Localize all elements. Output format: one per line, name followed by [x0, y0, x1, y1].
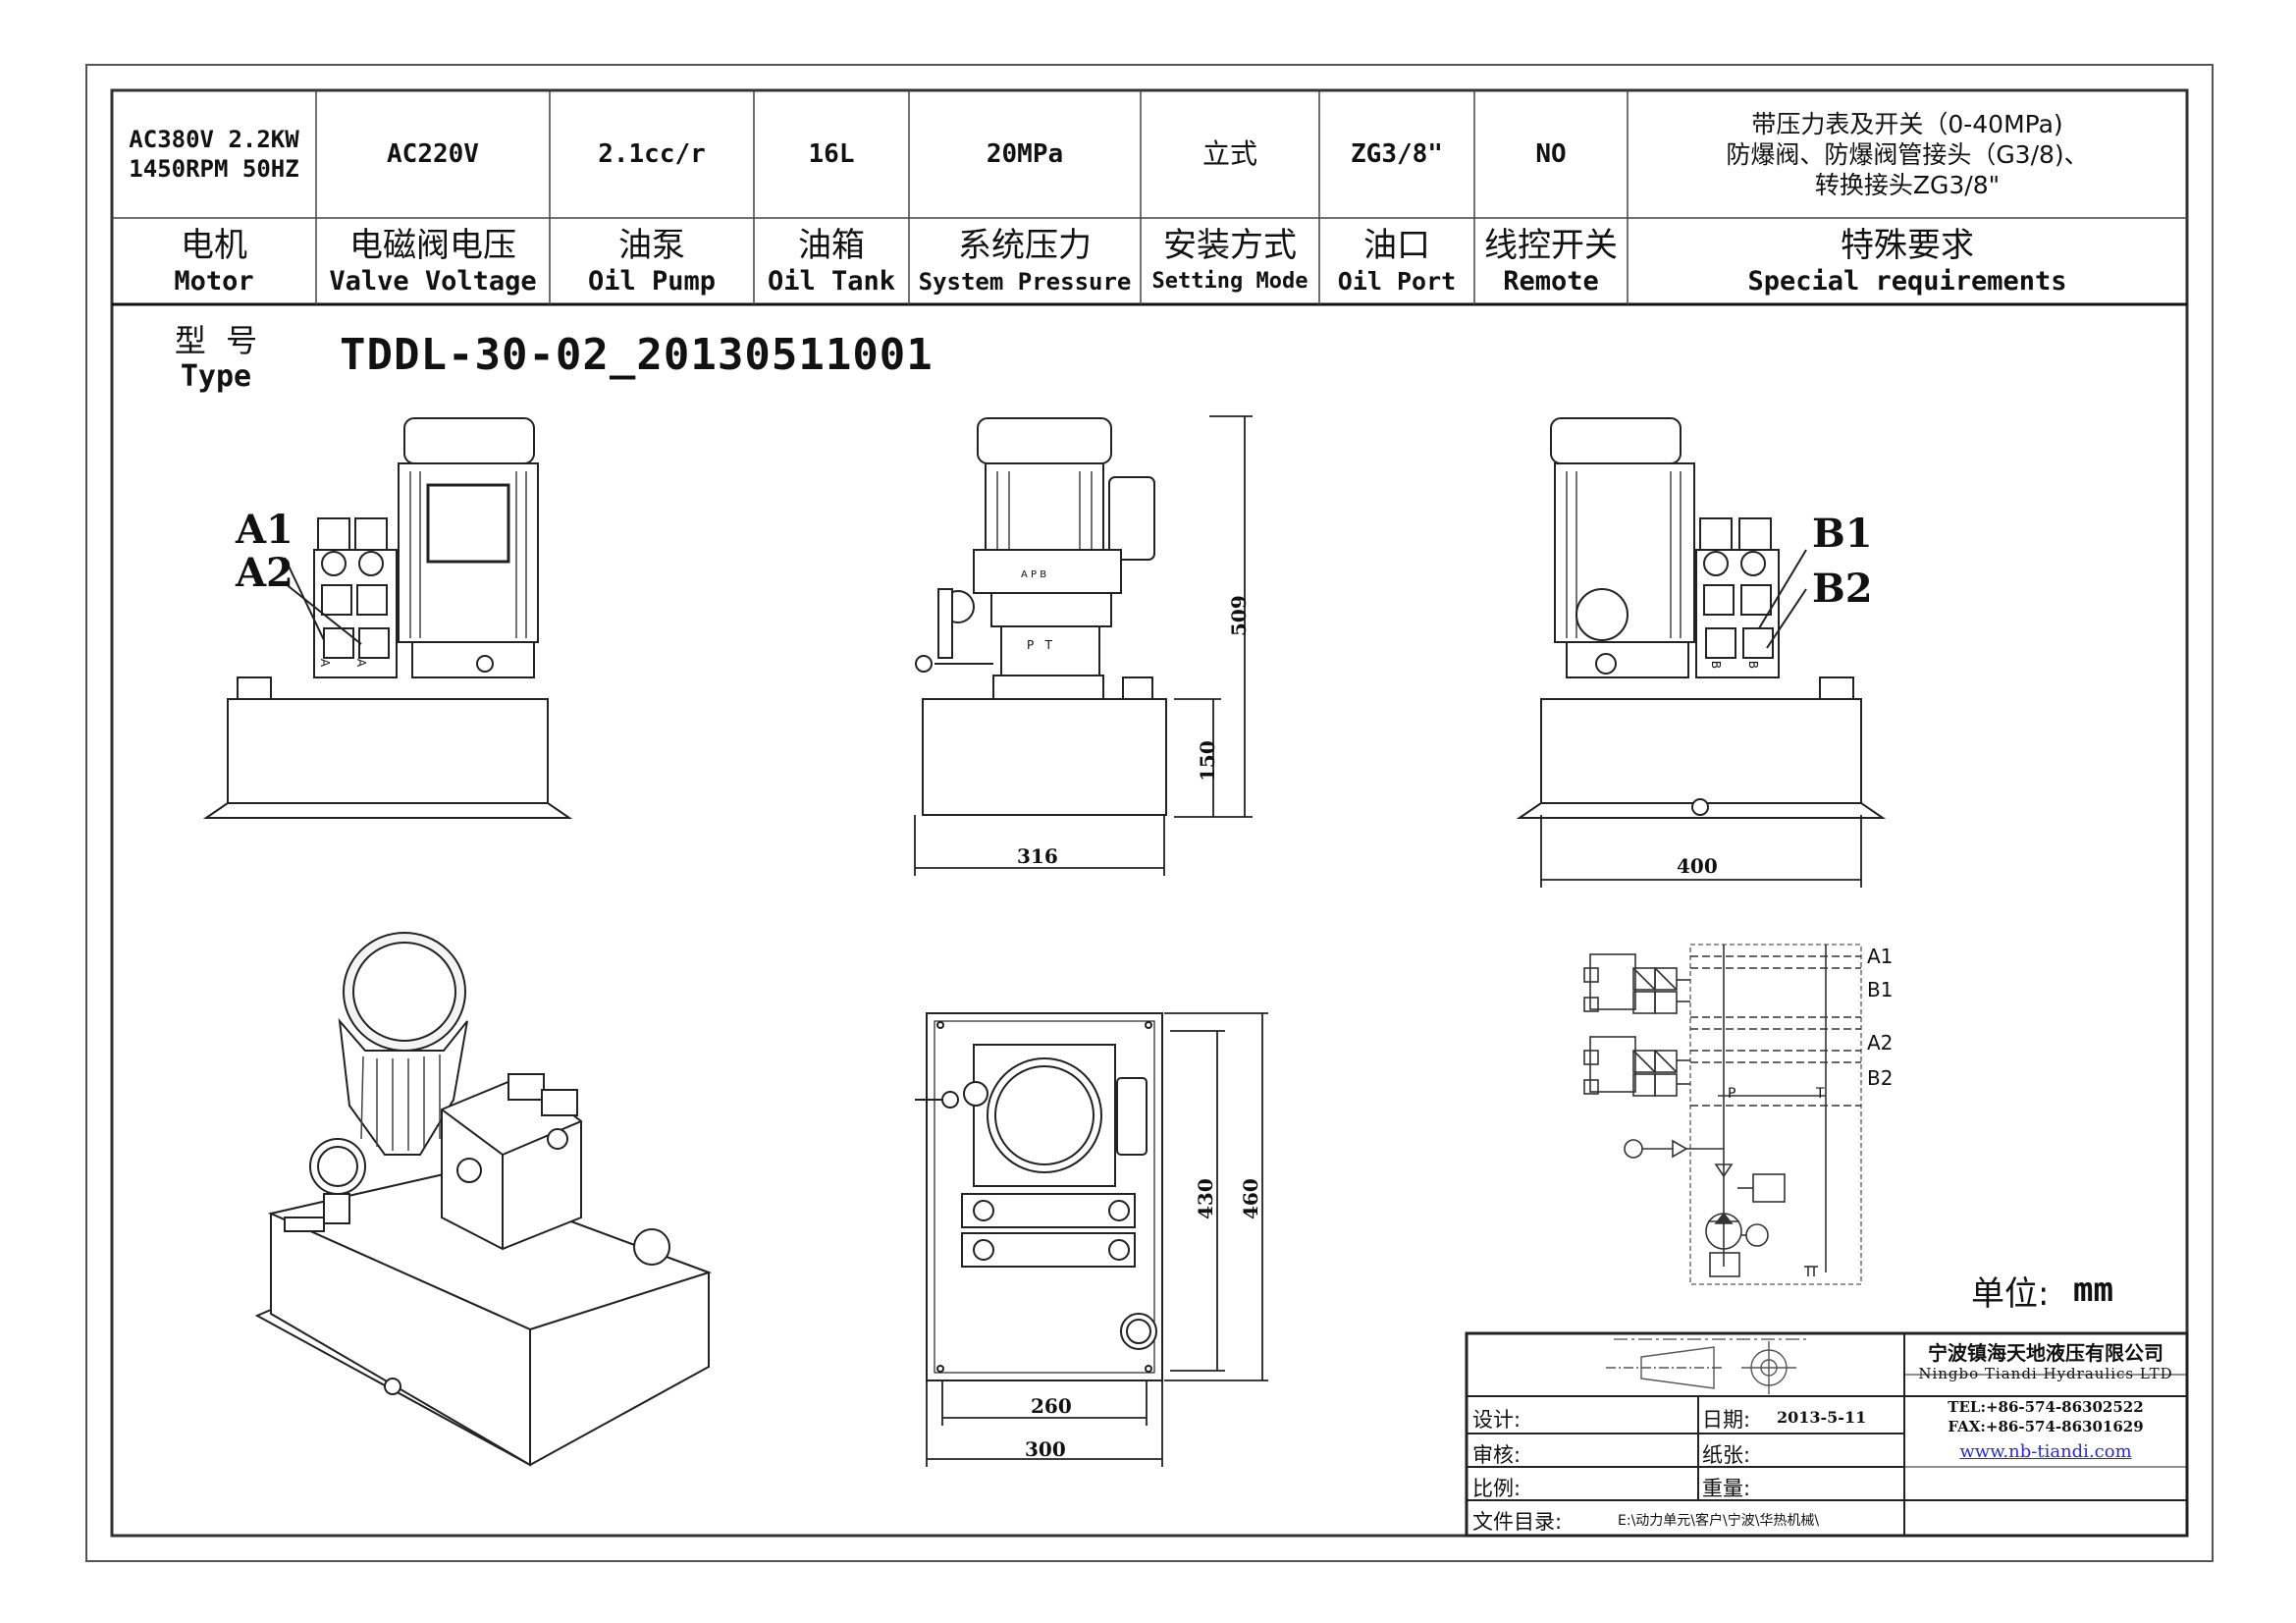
- outer-border: [85, 64, 2214, 1562]
- callout-a2: A2: [236, 550, 294, 596]
- front-view-b-side: [1516, 417, 1887, 819]
- spec-label-motor: 电机 Motor: [112, 220, 316, 304]
- date-label: 日期:: [1702, 1408, 1751, 1432]
- dim-height-150: 150: [1196, 740, 1219, 782]
- spec-label-system-pressure-cn: 系统压力: [958, 226, 1092, 265]
- spec-label-special: 特殊要求 Special requirements: [1628, 220, 2187, 304]
- weight-label: 重量:: [1702, 1477, 1751, 1500]
- spec-label-valve-voltage-cn: 电磁阀电压: [349, 226, 516, 265]
- spec-label-setting-mode: 安装方式 Setting Mode: [1141, 220, 1319, 304]
- dim-width-300: 300: [1025, 1437, 1066, 1461]
- valve-mark-a1: A: [318, 658, 333, 668]
- callout-b2: B2: [1812, 566, 1873, 612]
- dim-width-260: 260: [1031, 1394, 1072, 1418]
- spec-label-motor-en: Motor: [174, 266, 254, 297]
- spec-label-oil-pump: 油泵 Oil Pump: [550, 220, 754, 304]
- company-name-cn: 宁波镇海天地液压有限公司: [1928, 1341, 2163, 1365]
- side-view-dim-lines: [914, 415, 1253, 876]
- dim-height-460: 460: [1239, 1178, 1262, 1219]
- spec-table-grid: [112, 90, 2187, 306]
- dim-width-316: 316: [1017, 844, 1058, 868]
- spec-value-motor: AC380V 2.2KW 1450RPM 50HZ: [129, 126, 299, 183]
- dim-width-400: 400: [1677, 854, 1718, 878]
- spec-label-oil-pump-en: Oil Pump: [587, 266, 717, 297]
- front-view-a-side: [202, 417, 573, 819]
- spec-value-setting-mode: 立式: [1201, 137, 1257, 170]
- type-label-cn: 型 号: [174, 322, 258, 359]
- b-side-dim-lines: [1540, 815, 1862, 888]
- scale-label: 比例:: [1472, 1477, 1522, 1500]
- spec-value-system-pressure: 20MPa: [986, 139, 1064, 169]
- file-directory-label: 文件目录:: [1472, 1510, 1563, 1534]
- dim-height-509: 509: [1227, 595, 1251, 636]
- projection-symbol: [1606, 1341, 1796, 1394]
- valve-mark-apb: A P B: [1021, 569, 1047, 580]
- schematic-port-a1: A1: [1867, 945, 1894, 968]
- spec-label-setting-mode-cn: 安装方式: [1163, 226, 1297, 265]
- spec-label-valve-voltage-en: Valve Voltage: [329, 266, 537, 297]
- spec-label-remote-en: Remote: [1503, 266, 1599, 297]
- type-label-en: Type: [180, 359, 252, 394]
- spec-label-oil-tank-cn: 油箱: [798, 226, 865, 265]
- spec-value-oil-tank: 16L: [808, 139, 855, 169]
- callout-b1: B1: [1812, 511, 1873, 557]
- schematic-port-t: T: [1816, 1086, 1825, 1102]
- spec-value-special: 带压力表及开关（0-40MPa) 防爆阀、防爆阀管接头（G3/8)、 转换接头Z…: [1726, 109, 2089, 199]
- sheets-label: 纸张:: [1702, 1443, 1751, 1467]
- spec-label-system-pressure-en: System Pressure: [918, 268, 1132, 296]
- hydraulic-schematic: [1583, 944, 1862, 1285]
- spec-label-oil-pump-cn: 油泵: [618, 226, 685, 265]
- schematic-port-b1: B1: [1867, 978, 1894, 1001]
- spec-label-remote-cn: 线控开关: [1484, 226, 1618, 265]
- spec-value-valve-voltage: AC220V: [387, 139, 479, 169]
- date-value: 2013-5-11: [1777, 1408, 1867, 1427]
- spec-label-setting-mode-en: Setting Mode: [1151, 269, 1308, 294]
- top-view-dim-lines: [926, 1012, 1268, 1467]
- company-website-link[interactable]: www.nb-tiandi.com: [1959, 1441, 2132, 1462]
- spec-label-motor-cn: 电机: [181, 226, 247, 265]
- spec-label-oil-tank: 油箱 Oil Tank: [754, 220, 909, 304]
- spec-label-valve-voltage: 电磁阀电压 Valve Voltage: [316, 220, 550, 304]
- top-view: [915, 1012, 1163, 1381]
- spec-label-system-pressure: 系统压力 System Pressure: [909, 220, 1141, 304]
- schematic-port-b2: B2: [1867, 1066, 1894, 1090]
- valve-mark-a2: A: [354, 658, 369, 668]
- spec-label-oil-tank-en: Oil Tank: [767, 266, 896, 297]
- spec-label-oil-port: 油口 Oil Port: [1319, 220, 1474, 304]
- company-fax: FAX:+86-574-86301629: [1948, 1418, 2144, 1435]
- spec-value-remote: NO: [1535, 139, 1567, 169]
- spec-value-oil-pump: 2.1cc/r: [598, 139, 706, 169]
- spec-label-oil-port-en: Oil Port: [1337, 267, 1457, 296]
- callout-a1: A1: [236, 507, 294, 553]
- spec-label-special-en: Special requirements: [1747, 266, 2067, 297]
- side-view: [915, 417, 1167, 816]
- title-block-grid: [1465, 1331, 2189, 1538]
- company-tel: TEL:+86-574-86302522: [1948, 1398, 2144, 1416]
- dim-height-430: 430: [1194, 1178, 1217, 1219]
- spec-label-special-cn: 特殊要求: [1841, 226, 1974, 265]
- review-label: 审核:: [1472, 1443, 1522, 1467]
- valve-mark-pt: P T: [1027, 638, 1053, 652]
- spec-value-oil-port: ZG3/8": [1351, 139, 1443, 169]
- isometric-view: [254, 932, 713, 1467]
- valve-mark-b1: B: [1709, 660, 1724, 670]
- schematic-port-p: P: [1728, 1086, 1736, 1102]
- model-number: TDDL-30-02_20130511001: [340, 330, 934, 380]
- file-directory-value: E:\动力单元\客户\宁波\华热机械\: [1618, 1513, 1820, 1529]
- design-label: 设计:: [1472, 1408, 1522, 1432]
- schematic-port-a2: A2: [1867, 1031, 1894, 1055]
- spec-label-remote: 线控开关 Remote: [1474, 220, 1628, 304]
- unit-value: mm: [2073, 1271, 2113, 1310]
- unit-label: 单位:: [1971, 1274, 2050, 1314]
- company-name-en: Ningbo Tiandi Hydraulics LTD: [1918, 1365, 2173, 1382]
- valve-mark-b2: B: [1746, 660, 1761, 670]
- spec-label-oil-port-cn: 油口: [1363, 226, 1430, 265]
- inner-border: [110, 88, 2189, 1538]
